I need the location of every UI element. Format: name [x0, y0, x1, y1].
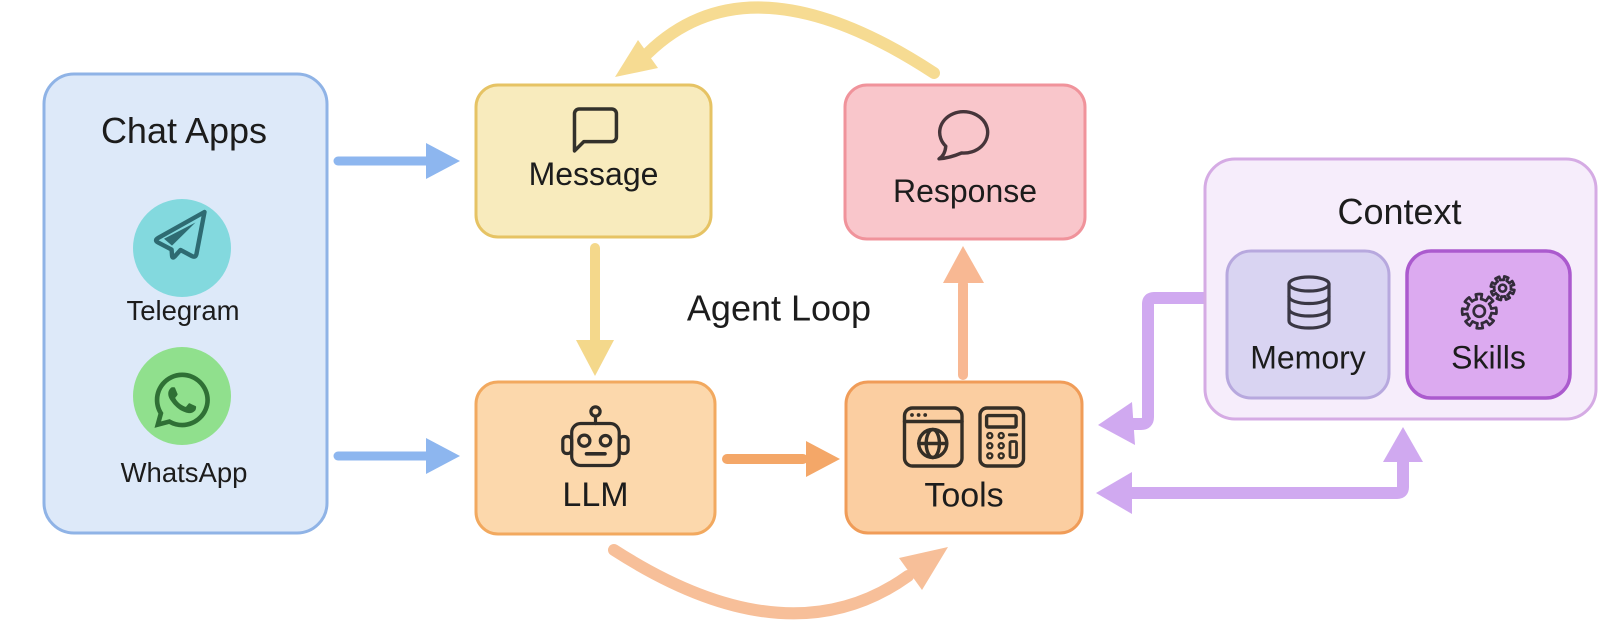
svg-text:Skills: Skills [1451, 340, 1526, 376]
svg-text:LLM: LLM [562, 476, 628, 514]
svg-text:Telegram: Telegram [126, 295, 239, 326]
svg-text:Agent Loop: Agent Loop [687, 288, 871, 329]
svg-text:Message: Message [529, 156, 659, 192]
svg-text:Response: Response [893, 173, 1037, 209]
svg-text:Context: Context [1337, 191, 1461, 232]
svg-text:Tools: Tools [924, 477, 1003, 515]
svg-text:Memory: Memory [1250, 340, 1366, 376]
svg-text:WhatsApp: WhatsApp [121, 457, 248, 488]
svg-text:Chat Apps: Chat Apps [101, 110, 267, 151]
